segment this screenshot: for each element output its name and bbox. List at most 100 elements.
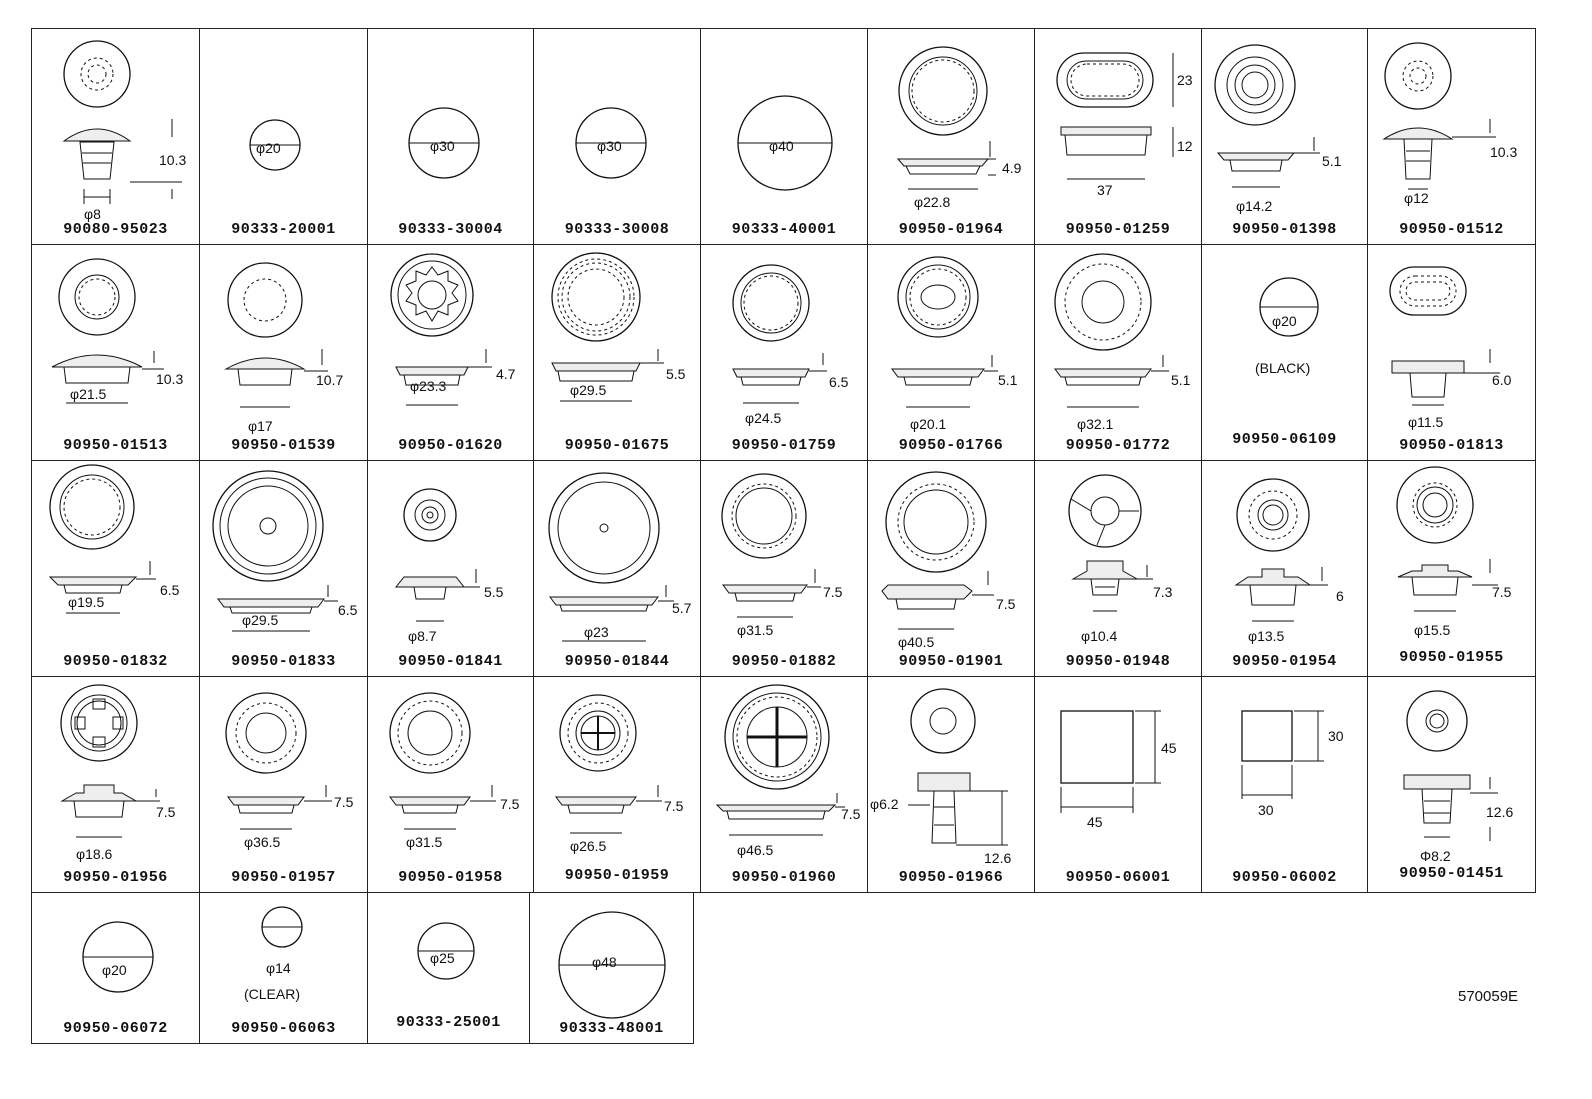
dim-label: φ20 [1272,313,1297,329]
part-number: 90950-01398 [1232,221,1337,238]
dim-label: 7.5 [1492,584,1512,600]
dim-label: φ24.5 [745,410,782,426]
part-cell: 10.3 φ8 90080-95023 [31,28,200,245]
part-number: 90950-01832 [63,653,168,670]
part-drawing: φ30 [575,107,647,179]
part-drawing: 7.5 φ18.6 [60,684,176,862]
part-number: 90950-01966 [898,869,1004,886]
part-cell: 4.9 φ22.8 90950-01964 [867,28,1035,245]
part-number: 90333-25001 [396,1014,501,1031]
part-cell: 7.5 φ46.5 90950-01960 [700,676,868,893]
part-drawing: φ20 (BLACK) [1255,277,1319,376]
part-cell: 7.5 φ36.5 90950-01957 [199,676,368,893]
dim-label: φ10.4 [1081,628,1118,644]
dim-label: φ32.1 [1077,416,1114,432]
part-drawing: 10.3 φ21.5 [51,258,183,404]
dim-label: φ31.5 [737,622,774,638]
part-number: 90950-01882 [731,653,837,670]
part-number: 90950-01957 [231,869,336,886]
dim-label: 10.3 [159,152,186,168]
part-number: 90333-48001 [559,1020,664,1037]
part-cell: 5.7 φ23 90950-01844 [533,460,701,677]
dim-label: φ14 [266,960,291,976]
part-cell: φ20 90950-06072 [31,892,200,1044]
part-cell: 7.5 φ31.5 90950-01882 [700,460,868,677]
dim-label: φ29.5 [242,612,279,628]
dim-label: φ12 [1404,190,1429,206]
part-cell: 30 30 90950-06002 [1201,676,1368,893]
part-number: 90950-01259 [1065,221,1171,238]
dim-label: 45 [1087,814,1103,830]
dim-label: 10.3 [1490,144,1517,160]
part-drawing: 7.5 φ15.5 [1396,466,1512,638]
part-drawing: 30 30 [1241,710,1344,818]
part-number: 90950-01772 [1065,437,1171,454]
part-number: 90950-01960 [731,869,837,886]
dim-label: φ40 [769,138,794,154]
part-number: 90333-30004 [398,221,503,238]
part-number: 90333-20001 [231,221,336,238]
dim-label: φ25 [430,950,455,966]
dim-label: φ26.5 [570,838,607,854]
part-drawing: 5.5 φ8.7 [394,488,504,644]
dim-label: 4.9 [1002,160,1022,176]
dim-label: 12 [1177,138,1193,154]
part-cell: 6 φ13.5 90950-01954 [1201,460,1368,677]
part-drawing: 7.5 φ31.5 [389,692,520,850]
dim-label: φ48 [592,954,617,970]
part-drawing: φ20 [82,921,154,993]
part-cell: 6.5 φ19.5 90950-01832 [31,460,200,677]
dim-label: 5.1 [1322,153,1342,169]
dim-label: φ22.8 [914,194,951,210]
dim-label: 5.5 [484,584,504,600]
dim-label: φ20 [256,140,281,156]
part-number: 90950-01539 [231,437,336,454]
dim-label: φ13.5 [1248,628,1285,644]
part-number: 90950-06072 [63,1020,168,1037]
part-cell: 6.0 φ11.5 90950-01813 [1367,244,1536,461]
part-drawing: 6.5 φ19.5 [48,464,180,614]
dim-label: 12.6 [984,850,1011,866]
part-cell: φ6.2 12.6 90950-01966 [867,676,1035,893]
dim-label: φ8 [84,206,101,222]
part-cell: 6.5 φ29.5 90950-01833 [199,460,368,677]
part-cell: 7.3 φ10.4 90950-01948 [1034,460,1202,677]
part-number: 90950-01959 [564,867,670,884]
dim-label: φ17 [248,418,273,434]
dim-label: 6.0 [1492,372,1512,388]
part-number: 90950-06063 [231,1020,336,1037]
dim-label: 7.3 [1153,584,1173,600]
part-drawing: 7.5 φ40.5 [881,471,1016,650]
part-cell: 23 12 37 90950-01259 [1034,28,1202,245]
dim-label: 30 [1328,728,1344,744]
dim-label: 5.7 [672,600,692,616]
dim-label: φ23.3 [410,378,447,394]
dim-label: φ11.5 [1408,414,1444,430]
part-cell: 12.6 Φ8.2 90950-01451 [1367,676,1536,893]
dim-label: 23 [1177,72,1193,88]
dim-label: 7.5 [334,794,354,810]
part-drawing: 5.1 φ32.1 [1054,253,1191,432]
color-note: (BLACK) [1255,360,1310,376]
part-number: 90950-06109 [1232,431,1337,448]
dim-label: 6.5 [160,582,180,598]
part-drawing: φ14 (CLEAR) [244,906,303,1002]
part-cell: 7.5 φ40.5 90950-01901 [867,460,1035,677]
part-number: 90950-01964 [898,221,1004,238]
part-drawing: 10.3 φ12 [1382,42,1517,206]
dim-label: φ30 [597,138,622,154]
dim-label: 7.5 [664,798,684,814]
dim-label: φ30 [430,138,455,154]
drawing-code: 570059E [1458,988,1519,1005]
part-drawing: 6.5 φ29.5 [212,470,358,632]
part-cell: 5.1 φ32.1 90950-01772 [1034,244,1202,461]
dim-label: φ36.5 [244,834,281,850]
part-number: 90950-01766 [898,437,1004,454]
dim-label: 7.5 [823,584,843,600]
dim-label: 30 [1258,802,1274,818]
part-number: 90950-06001 [1065,869,1171,886]
part-drawing: 7.5 φ31.5 [721,473,843,638]
part-number: 90950-01844 [564,653,670,670]
dim-label: 45 [1161,740,1177,756]
part-cell: φ40 90333-40001 [700,28,868,245]
